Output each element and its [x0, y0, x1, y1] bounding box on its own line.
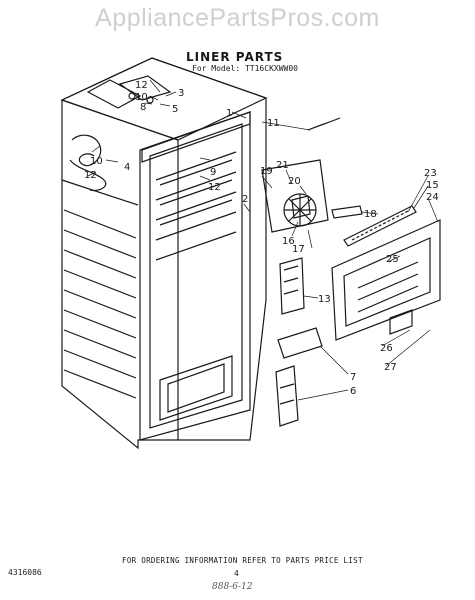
callout-10: 10 — [135, 92, 148, 103]
callout-12b: 12 — [84, 170, 97, 181]
freezer-mullion — [141, 111, 251, 163]
wiring-harness — [71, 134, 102, 167]
callout-19: 19 — [260, 166, 273, 177]
callout-5: 5 — [172, 104, 178, 115]
callout-13: 13 — [318, 294, 331, 305]
model-label: For Model: TT16CKXWW00 — [192, 64, 298, 73]
side-ribs — [63, 209, 137, 399]
liner-front — [139, 111, 251, 441]
callout-23: 23 — [424, 168, 437, 179]
callout-15: 15 — [426, 180, 439, 191]
callout-26: 26 — [380, 343, 393, 354]
callout-27: 27 — [384, 362, 397, 373]
cabinet-top — [60, 57, 268, 141]
shelf-rails — [155, 151, 237, 261]
callout-6: 6 — [350, 386, 356, 397]
callout-21: 21 — [276, 160, 289, 171]
doc-number: 4316086 — [8, 568, 42, 577]
callout-25: 25 — [386, 254, 399, 265]
top-controls — [86, 75, 172, 109]
callout-11: 11 — [267, 118, 280, 129]
fan-bracket — [261, 159, 329, 233]
callout-8: 8 — [140, 102, 146, 113]
callout-3: 3 — [178, 88, 184, 99]
callout-20: 20 — [288, 176, 301, 187]
callout-18: 18 — [364, 209, 377, 220]
callout-7: 7 — [350, 372, 356, 383]
drain-tube — [307, 117, 341, 131]
diagram-title: LINER PARTS — [186, 50, 284, 64]
handwritten-note: 888-6-12 — [212, 582, 253, 592]
callout-1: 1 — [226, 108, 232, 119]
evaporator-cover — [331, 219, 441, 341]
page-number: 4 — [234, 569, 239, 578]
cabinet-left-side — [61, 99, 179, 440]
watermark: AppliancePartsPros.com — [95, 4, 380, 32]
fan-motor — [291, 195, 311, 219]
callout-10b: 10 — [90, 156, 103, 167]
leader-lines — [87, 79, 439, 401]
callout-16: 16 — [282, 236, 295, 247]
callout-12c: 12 — [208, 182, 221, 193]
callout-2: 2 — [242, 194, 248, 205]
crisper-area — [159, 355, 233, 421]
bracket-18 — [331, 205, 363, 219]
plate-7 — [277, 327, 323, 359]
heater-strip — [343, 205, 417, 247]
grille-26 — [389, 309, 413, 335]
callouts: 12 10 8 5 3 4 10 12 11 1 9 12 2 19 21 20… — [84, 80, 439, 397]
callout-4: 4 — [124, 162, 130, 173]
callout-9: 9 — [210, 167, 216, 178]
ordering-note: FOR ORDERING INFORMATION REFER TO PARTS … — [122, 556, 363, 565]
air-duct — [279, 257, 305, 315]
callout-17: 17 — [292, 244, 305, 255]
panel-6 — [275, 365, 299, 427]
callout-12: 12 — [135, 80, 148, 91]
callout-24: 24 — [426, 192, 439, 203]
